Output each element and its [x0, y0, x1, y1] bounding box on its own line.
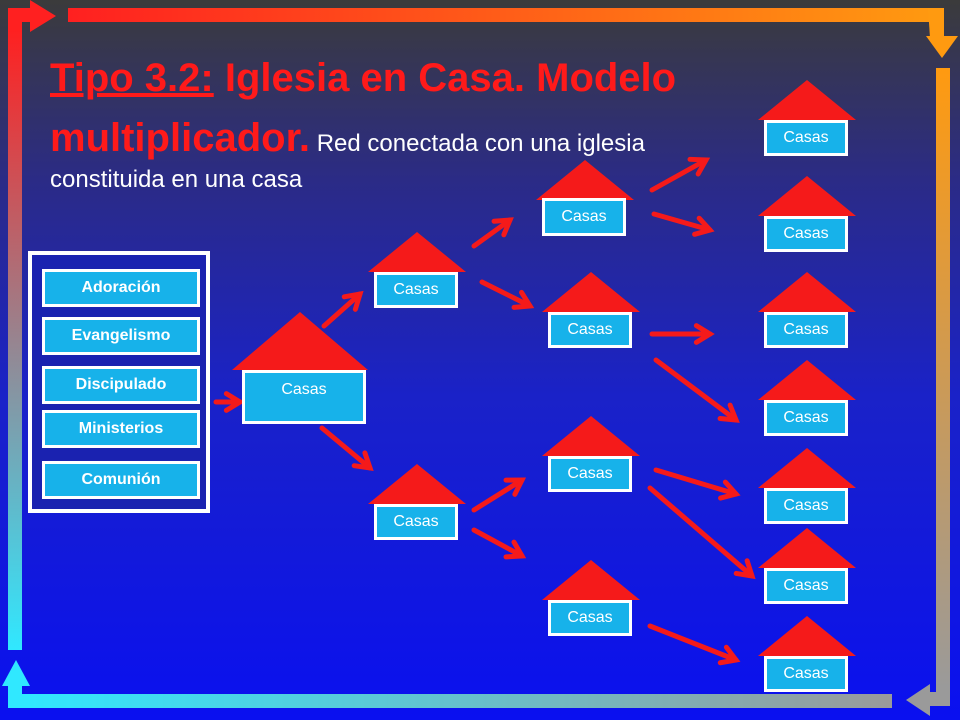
house-roof	[758, 80, 856, 120]
house-label: Casas	[542, 198, 626, 236]
house-roof	[758, 272, 856, 312]
connector-arrowhead	[503, 539, 527, 560]
house-roof	[232, 312, 368, 370]
connector-arrowhead	[693, 323, 715, 345]
connector-arrowhead	[223, 391, 245, 413]
house-label: Casas	[242, 370, 366, 424]
attribute-ministerios: Ministerios	[42, 410, 200, 448]
frame-left	[8, 30, 22, 650]
house-label: Casas	[764, 216, 848, 252]
house-label: Casas	[548, 312, 632, 348]
connector-arrow	[471, 217, 513, 249]
house-label: Casas	[764, 120, 848, 156]
house-label: Casas	[548, 456, 632, 492]
attribute-adoracion: Adoración	[42, 269, 200, 307]
house-roof	[536, 160, 634, 200]
connector-arrow	[479, 279, 533, 309]
house-roof	[758, 176, 856, 216]
attributes-panel: Adoración Evangelismo Discipulado Minist…	[28, 251, 210, 513]
house-roof	[758, 360, 856, 400]
title-subtitle-line2: constituida en una casa	[50, 166, 303, 193]
attribute-comunion: Comunión	[42, 461, 200, 499]
connector-arrow	[647, 485, 755, 579]
frame-top-left-corner	[8, 8, 32, 30]
house-roof	[542, 560, 640, 600]
house-label: Casas	[764, 400, 848, 436]
house-roof	[758, 616, 856, 656]
connector-arrow	[471, 477, 525, 513]
house-roof	[758, 528, 856, 568]
frame-right	[936, 68, 950, 688]
connector-arrow	[319, 425, 373, 471]
connector-arrowhead	[733, 558, 756, 580]
frame-arrow-up	[2, 660, 30, 686]
house-label: Casas	[764, 656, 848, 692]
connector-arrow	[651, 211, 713, 233]
house-label: Casas	[764, 312, 848, 348]
connector-arrowhead	[717, 644, 741, 666]
frame-arrow-down	[926, 36, 958, 58]
house-label: Casas	[764, 568, 848, 604]
connector-arrowhead	[718, 479, 741, 501]
connector-arrow	[653, 357, 739, 423]
connector-arrowhead	[341, 290, 364, 312]
connector-arrowhead	[491, 217, 514, 238]
frame-arrow-left	[906, 684, 930, 716]
house-roof	[368, 232, 466, 272]
house-roof	[758, 448, 856, 488]
house-label: Casas	[764, 488, 848, 524]
connector-arrowhead	[717, 402, 740, 423]
title-subtitle: Red conectada con una iglesia	[310, 130, 645, 157]
house-label: Casas	[374, 504, 458, 540]
house-roof	[542, 416, 640, 456]
frame-top	[68, 8, 938, 22]
house-label: Casas	[548, 600, 632, 636]
connector-arrow	[471, 527, 525, 559]
connector-arrow	[647, 623, 739, 663]
connector-arrowhead	[503, 477, 527, 497]
frame-bottom-left-corner	[8, 680, 30, 708]
frame-top-right-corner	[928, 8, 944, 38]
connector-arrowhead	[511, 289, 535, 310]
house-roof	[542, 272, 640, 312]
attribute-evangelismo: Evangelismo	[42, 317, 200, 355]
connector-arrow	[653, 467, 739, 497]
connector-arrowhead	[692, 215, 715, 237]
slide-title: Tipo 3.2: Iglesia en Casa. Modelo multip…	[50, 48, 750, 174]
attribute-discipulado: Discipulado	[42, 366, 200, 404]
house-roof	[368, 464, 466, 504]
frame-bottom	[22, 694, 892, 708]
house-label: Casas	[374, 272, 458, 308]
title-type: Tipo 3.2:	[50, 56, 214, 100]
connector-arrowhead	[687, 156, 711, 177]
frame-arrow-right	[30, 0, 56, 32]
frame-bottom-right-corner	[928, 686, 950, 706]
connector-arrow	[649, 157, 709, 193]
title-main: Iglesia en Casa. Modelo multiplicador.	[50, 56, 677, 160]
